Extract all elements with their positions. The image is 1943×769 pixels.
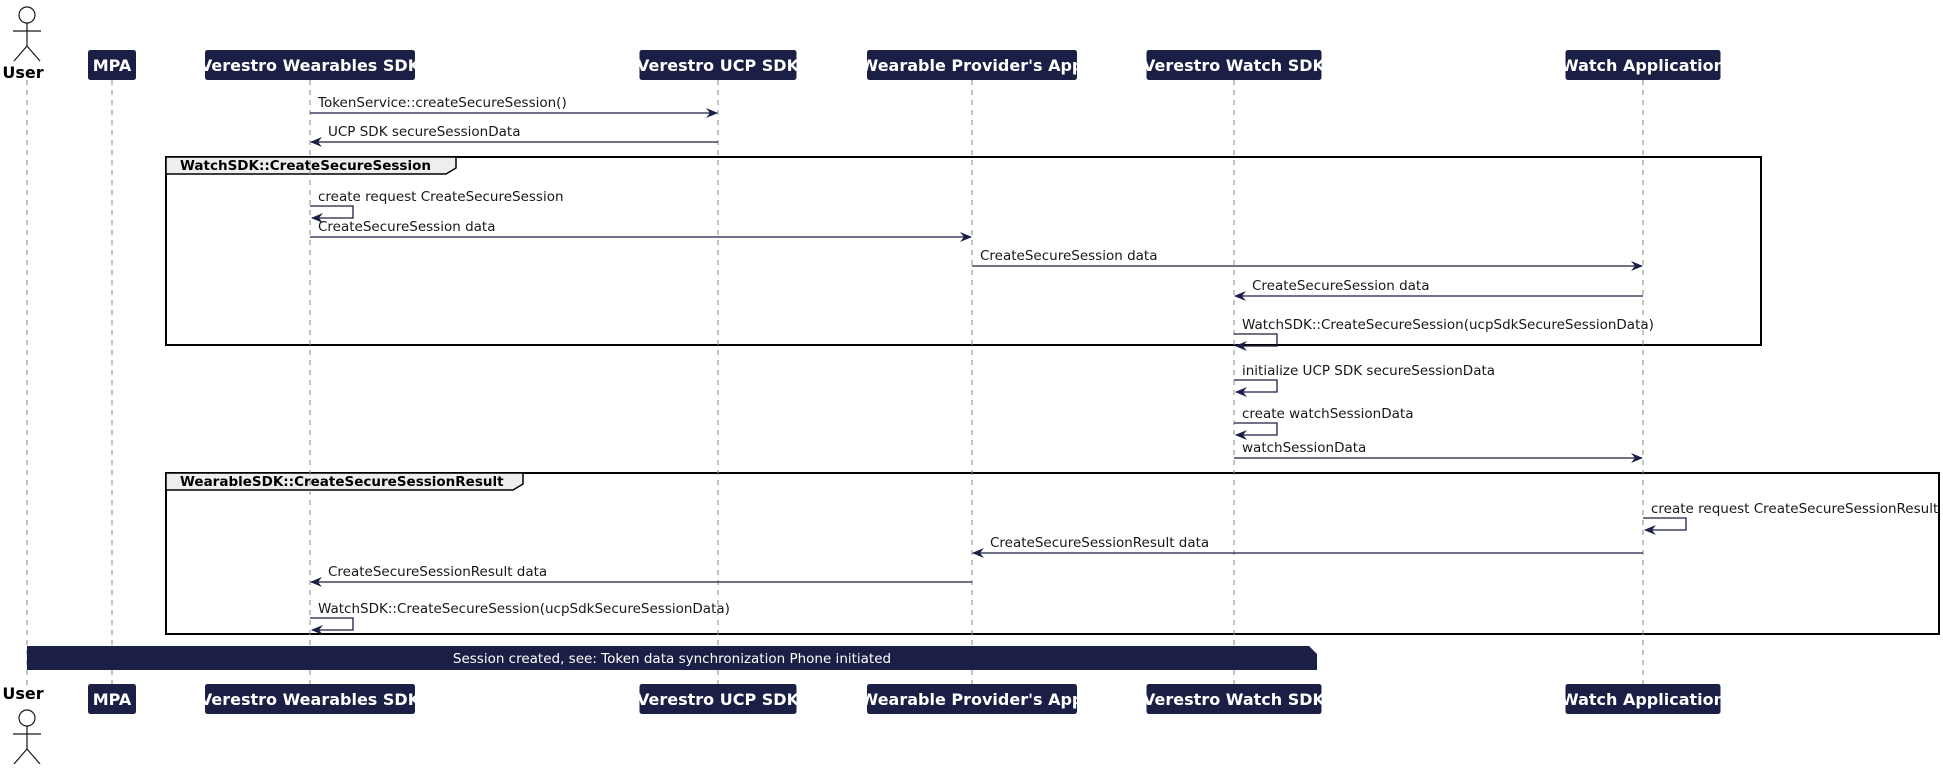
participant-label: Verestro Watch SDK — [1143, 690, 1326, 709]
message-label: CreateSecureSession data — [318, 219, 495, 235]
participant-box — [1565, 50, 1721, 80]
message-label: WatchSDK::CreateSecureSession(ucpSdkSecu… — [1242, 317, 1654, 333]
frames-layer: WatchSDK::CreateSecureSessionWearableSDK… — [165, 156, 1940, 635]
participant-box — [867, 50, 1077, 80]
actor-head-icon — [18, 6, 36, 24]
actor-label: User — [2, 63, 43, 82]
frame-label: WearableSDK::CreateSecureSessionResult — [180, 474, 504, 490]
note-label: Session created, see: Token data synchro… — [453, 651, 891, 667]
participant-wearables_sdk-top: Verestro Wearables SDK — [200, 50, 421, 80]
participant-label: Verestro Watch SDK — [1143, 56, 1326, 75]
message-label: create watchSessionData — [1242, 406, 1413, 422]
participant-watch_sdk-top: Verestro Watch SDK — [1143, 50, 1326, 80]
frame-2: WearableSDK::CreateSecureSessionResult — [165, 472, 1940, 635]
stick-figure-icon — [13, 6, 41, 62]
actor-right-leg — [26, 45, 41, 62]
participant-label: Watch Application — [1561, 56, 1725, 75]
message-7: WatchSDK::CreateSecureSession(ucpSdkSecu… — [1234, 317, 1654, 351]
message-13: CreateSecureSessionResult data — [310, 564, 972, 587]
participant-label: Wearable Provider's App — [861, 56, 1084, 75]
participant-box — [867, 684, 1077, 714]
self-message-arrow — [1234, 422, 1278, 440]
message-label: CreateSecureSession data — [1252, 278, 1429, 294]
message-label: initialize UCP SDK secureSessionData — [1242, 363, 1495, 379]
participant-label: Verestro UCP SDK — [637, 690, 800, 709]
participant-box — [205, 684, 415, 714]
self-message-arrow — [310, 205, 354, 223]
message-9: create watchSessionData — [1234, 406, 1413, 440]
participant-box — [88, 684, 136, 714]
self-message-arrow — [1643, 517, 1687, 535]
self-message-arrow — [1234, 333, 1278, 351]
participant-box — [205, 50, 415, 80]
participant-box — [1565, 684, 1721, 714]
participant-provider_app-bottom: Wearable Provider's App — [861, 684, 1084, 714]
message-2: UCP SDK secureSessionData — [310, 124, 718, 147]
participant-label: Verestro Wearables SDK — [200, 690, 421, 709]
participant-wearables_sdk-bottom: Verestro Wearables SDK — [200, 684, 421, 714]
actor-head-icon — [18, 709, 36, 727]
message-3: create request CreateSecureSession — [310, 189, 564, 223]
participant-label: Watch Application — [1561, 690, 1725, 709]
message-label: CreateSecureSessionResult data — [990, 535, 1209, 551]
message-label: WatchSDK::CreateSecureSession(ucpSdkSecu… — [318, 601, 730, 617]
actor-user-top: User — [2, 6, 44, 82]
message-6: CreateSecureSession data — [1234, 278, 1643, 301]
participant-label: Verestro Wearables SDK — [200, 56, 421, 75]
participant-label: Wearable Provider's App — [861, 690, 1084, 709]
participant-box — [639, 50, 797, 80]
message-12: CreateSecureSessionResult data — [972, 535, 1643, 558]
participant-watch_sdk-bottom: Verestro Watch SDK — [1143, 684, 1326, 714]
frame-tab — [165, 472, 524, 491]
participant-box — [88, 50, 136, 80]
note-box — [27, 646, 1317, 670]
message-14: WatchSDK::CreateSecureSession(ucpSdkSecu… — [310, 601, 730, 635]
note-layer: Session created, see: Token data synchro… — [27, 646, 1317, 670]
participant-label: MPA — [93, 690, 132, 709]
frame-1: WatchSDK::CreateSecureSession — [165, 156, 1762, 346]
frame-tab — [165, 156, 457, 175]
participant-watch_app-bottom: Watch Application — [1561, 684, 1725, 714]
participant-label: MPA — [93, 56, 132, 75]
message-label: create request CreateSecureSession — [318, 189, 564, 205]
message-label: create request CreateSecureSessionResult — [1651, 501, 1938, 517]
stick-figure-icon — [13, 709, 41, 765]
frame-border — [165, 472, 1940, 635]
message-11: create request CreateSecureSessionResult — [1643, 501, 1938, 535]
frame-label: WatchSDK::CreateSecureSession — [180, 158, 431, 174]
messages-layer: TokenService::createSecureSession()UCP S… — [310, 95, 1938, 635]
participant-watch_app-top: Watch Application — [1561, 50, 1725, 80]
participant-label: Verestro UCP SDK — [637, 56, 800, 75]
message-5: CreateSecureSession data — [972, 248, 1643, 271]
actor-left-leg — [13, 748, 28, 765]
message-label: watchSessionData — [1242, 440, 1366, 456]
participant-box — [639, 684, 797, 714]
participant-mpa-top: MPA — [88, 50, 136, 80]
message-10: watchSessionData — [1234, 440, 1643, 463]
message-1: TokenService::createSecureSession() — [310, 95, 718, 118]
participant-box — [1146, 684, 1322, 714]
message-8: initialize UCP SDK secureSessionData — [1234, 363, 1495, 397]
actor-label: User — [2, 684, 43, 703]
actor-left-leg — [13, 45, 28, 62]
self-message-arrow — [1234, 379, 1278, 397]
message-4: CreateSecureSession data — [310, 219, 972, 242]
actor-right-leg — [26, 748, 41, 765]
message-label: CreateSecureSession data — [980, 248, 1157, 264]
participant-ucp_sdk-bottom: Verestro UCP SDK — [637, 684, 800, 714]
participant-ucp_sdk-top: Verestro UCP SDK — [637, 50, 800, 80]
message-label: TokenService::createSecureSession() — [317, 95, 567, 111]
message-label: CreateSecureSessionResult data — [328, 564, 547, 580]
participant-mpa-bottom: MPA — [88, 684, 136, 714]
message-label: UCP SDK secureSessionData — [328, 124, 520, 140]
frame-border — [165, 156, 1762, 346]
session-created-note: Session created, see: Token data synchro… — [27, 646, 1317, 670]
participant-box — [1146, 50, 1322, 80]
self-message-arrow — [310, 617, 354, 635]
actor-user-bottom: User — [2, 684, 44, 765]
participant-provider_app-top: Wearable Provider's App — [861, 50, 1084, 80]
